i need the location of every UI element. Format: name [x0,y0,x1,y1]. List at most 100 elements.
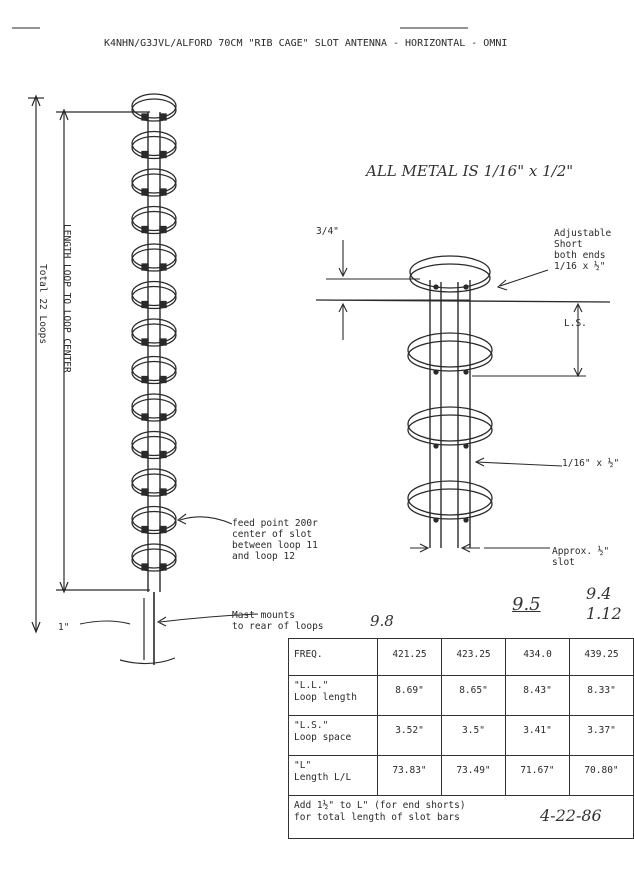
detail-loop-4 [407,480,493,516]
loop-rivet [159,488,167,496]
table-cell: 3.41" [505,715,570,756]
freq-header: FREQ. [288,638,378,676]
mast-leader [159,613,259,623]
antenna-loop [131,130,177,157]
row-label: "L" Length L/L [288,755,378,796]
antenna-loop [131,355,177,382]
freq-cell: 434.0 [505,638,570,676]
freq-cell: 423.25 [441,638,506,676]
loop-rivet [159,263,167,271]
loop-rivet [159,375,167,384]
loop-rivet [141,263,149,271]
antenna-loop-inner [131,435,177,460]
table-row: "L" Length L/L 73.83" 73.49" 71.67" 70.8… [288,755,634,796]
antenna-loop-inner [131,510,177,535]
loop-rivet [141,300,149,309]
antenna-loop [131,93,177,119]
loop-rivet [141,375,149,384]
page-title: K4NHN/G3JVL/ALFORD 70CM "RIB CAGE" SLOT … [104,38,508,49]
table-cell: 73.49" [441,755,506,796]
loop-rivet [141,450,149,459]
antenna-loop [131,430,177,457]
dim-arrow-top [31,94,41,107]
feed-point-leader [179,516,233,525]
short-leader [499,269,549,287]
table-row: "L.S." Loop space 3.52" 3.5" 3.41" 3.37" [288,715,634,756]
adjustable-short-label: Adjustable Short both ends 1/16 x ½" [554,228,612,272]
row-label: "L.S." Loop space [288,715,378,756]
antenna-loop [131,318,177,344]
loop-rivet [159,525,167,534]
table-cell: 3.5" [441,715,506,756]
loop-rivet [141,413,149,421]
antenna-loop-inner [131,323,177,347]
loop-rivet [159,113,167,121]
antenna-loop [131,505,177,532]
handwritten-9-8: 9.8 [370,612,394,630]
detail-loops [407,255,493,523]
loop-rivet [159,188,167,196]
handwritten-9-5: 9.5 [512,594,541,615]
table-cell: 71.67" [505,755,570,796]
mast-mounts-label: Mast mounts to rear of loops [232,610,324,632]
table-cell: 8.65" [441,675,506,716]
antenna-loop-inner [131,398,177,422]
loop-length-label: LENGTH LOOP TO LOOP CENTER [61,224,72,373]
loop-rivet [141,225,149,234]
table-cell: 73.83" [377,755,442,796]
antenna-loop [131,168,177,194]
antenna-loop [131,205,177,232]
table-cell: 8.43" [505,675,570,716]
antenna-loop-inner [131,360,177,385]
loop-rivet [159,413,167,421]
detail-loop-3 [407,406,493,442]
detail-loop-2 [407,332,493,368]
detail-loop-1 [409,255,491,289]
antenna-loop-inner [131,135,177,160]
antenna-loop-inner [131,98,177,122]
all-metal-note: ALL METAL IS 1/16" x 1/2" [366,162,574,180]
antenna-loop-inner [131,210,177,235]
table-footer-row: Add 1½" to L" (for end shorts) for total… [288,795,634,839]
feed-point-label: feed point 200r center of slot between l… [232,518,318,562]
ls-label: L.S. [564,318,587,329]
freq-cell: 439.25 [569,638,634,676]
loop-rivet [141,488,149,496]
one-inch-label: 1" [58,622,70,633]
antenna-loop-inner [131,248,177,272]
antenna-loop [131,468,177,494]
loop-rivet [159,225,167,234]
handwritten-1-12: 1.12 [586,604,622,623]
loop-rivet [141,188,149,196]
antenna-loop-inner [131,548,177,572]
table-cell: 8.69" [377,675,442,716]
antenna-loop [131,243,177,269]
loop-rivet [141,338,149,346]
table-cell: 3.52" [377,715,442,756]
total-loops-label: Total 22 Loops [37,264,48,345]
antenna-loop [131,393,177,419]
freq-cell: 421.25 [377,638,442,676]
table-row: "L.L." Loop length 8.69" 8.65" 8.43" 8.3… [288,675,634,716]
antenna-loop [131,543,177,569]
ls-reference-line [315,299,611,303]
loop-rivet [141,113,149,121]
strap-size-label: 1/16" x ½" [562,458,620,469]
loop-rivet [159,300,167,309]
three-quarter-label: 3/4" [316,226,339,237]
loop-rivet [141,150,149,159]
antenna-loop [131,280,177,307]
loop-rivet [141,525,149,534]
antenna-loop-inner [131,285,177,310]
spec-table: FREQ. 421.25 423.25 434.0 439.25 "L.L." … [288,638,634,839]
loop-rivet [159,450,167,459]
antenna-loop-inner [131,173,177,197]
table-cell: 8.33" [569,675,634,716]
footer-note: Add 1½" to L" (for end shorts) for total… [288,795,634,839]
loop-rivet [159,338,167,346]
table-cell: 3.37" [569,715,634,756]
table-header-row: FREQ. 421.25 423.25 434.0 439.25 [288,638,634,676]
table-cell: 70.80" [569,755,634,796]
row-label: "L.L." Loop length [288,675,378,716]
